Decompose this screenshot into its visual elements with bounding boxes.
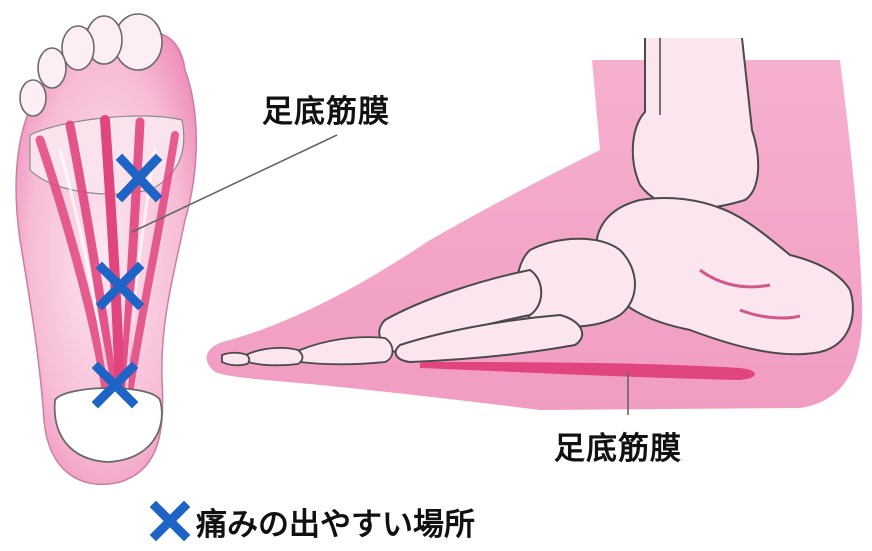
sole-fascia-label: 足底筋膜 [262, 86, 390, 131]
sole-view [16, 14, 337, 484]
side-fascia-label: 足底筋膜 [554, 423, 682, 468]
tibia [633, 38, 758, 209]
x-mark-icon [150, 501, 190, 541]
legend-text: 痛みの出やすい場所 [196, 499, 475, 544]
legend: 痛みの出やすい場所 [150, 500, 475, 542]
